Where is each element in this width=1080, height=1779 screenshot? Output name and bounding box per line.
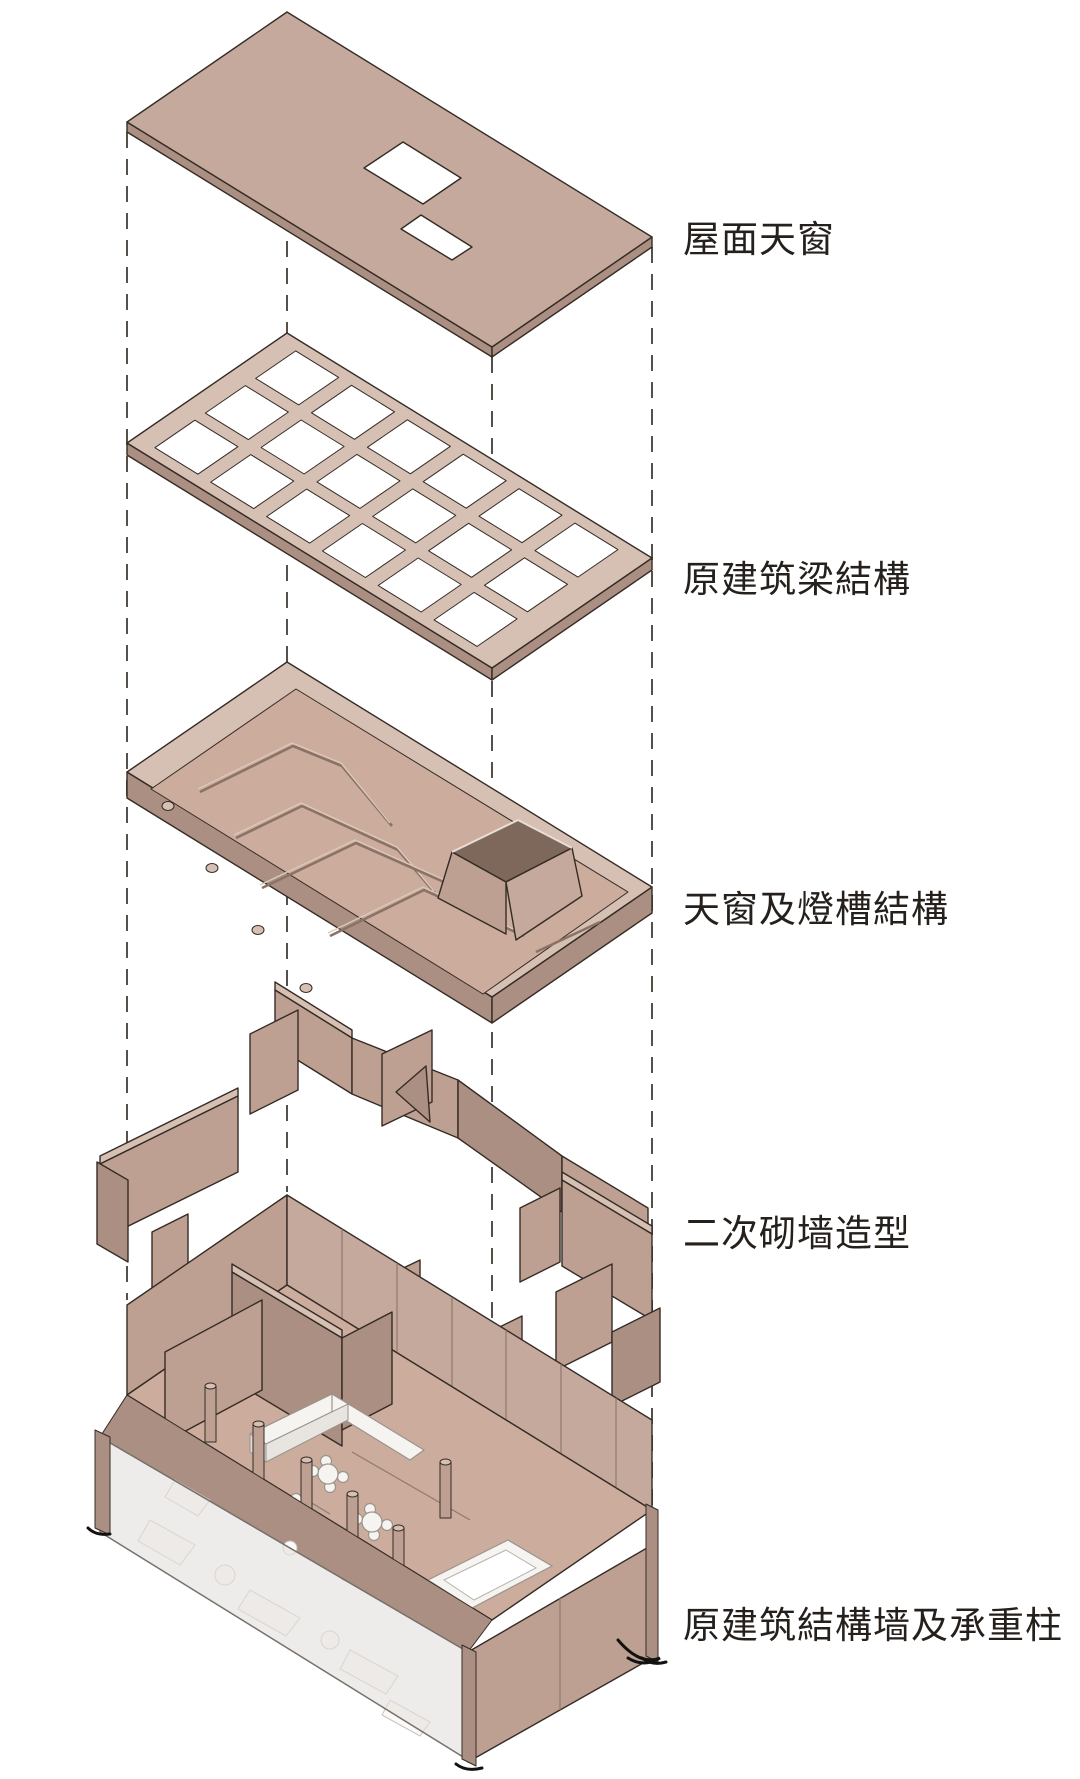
ground-feet-marks [86, 1526, 668, 1771]
label-beam-structure: 原建筑梁結構 [683, 559, 911, 601]
right-wall-group [519, 1171, 661, 1407]
zigzag-wall [274, 981, 649, 1263]
label-secondary-walls: 二次砌墙造型 [683, 1213, 911, 1255]
interior-columns [204, 1382, 452, 1585]
interior-room-walls [164, 1263, 393, 1447]
corner-posts [94, 1429, 659, 1767]
layer-beam-grid [126, 332, 653, 681]
layer-structural-base [86, 1194, 668, 1771]
label-structural-walls: 原建筑結構墙及承重柱 [683, 1605, 1063, 1647]
back-wall-panel-gaps [341, 1229, 617, 1488]
layer-light-trough-tray [126, 661, 653, 1024]
label-skylight-trough: 天窗及燈槽結構 [683, 889, 949, 931]
downlight-bumps [161, 801, 313, 993]
layer-roof-skylight [126, 11, 653, 358]
skylight-opening-large [363, 141, 462, 205]
skylight-opening-slit [400, 214, 473, 261]
skylight-box [437, 818, 583, 941]
layer-labels: 屋面天窗 原建筑梁結構 天窗及燈槽結構 二次砌墙造型 原建筑結構墙及承重柱 [683, 219, 1063, 1647]
label-roof-skylight: 屋面天窗 [683, 219, 835, 261]
